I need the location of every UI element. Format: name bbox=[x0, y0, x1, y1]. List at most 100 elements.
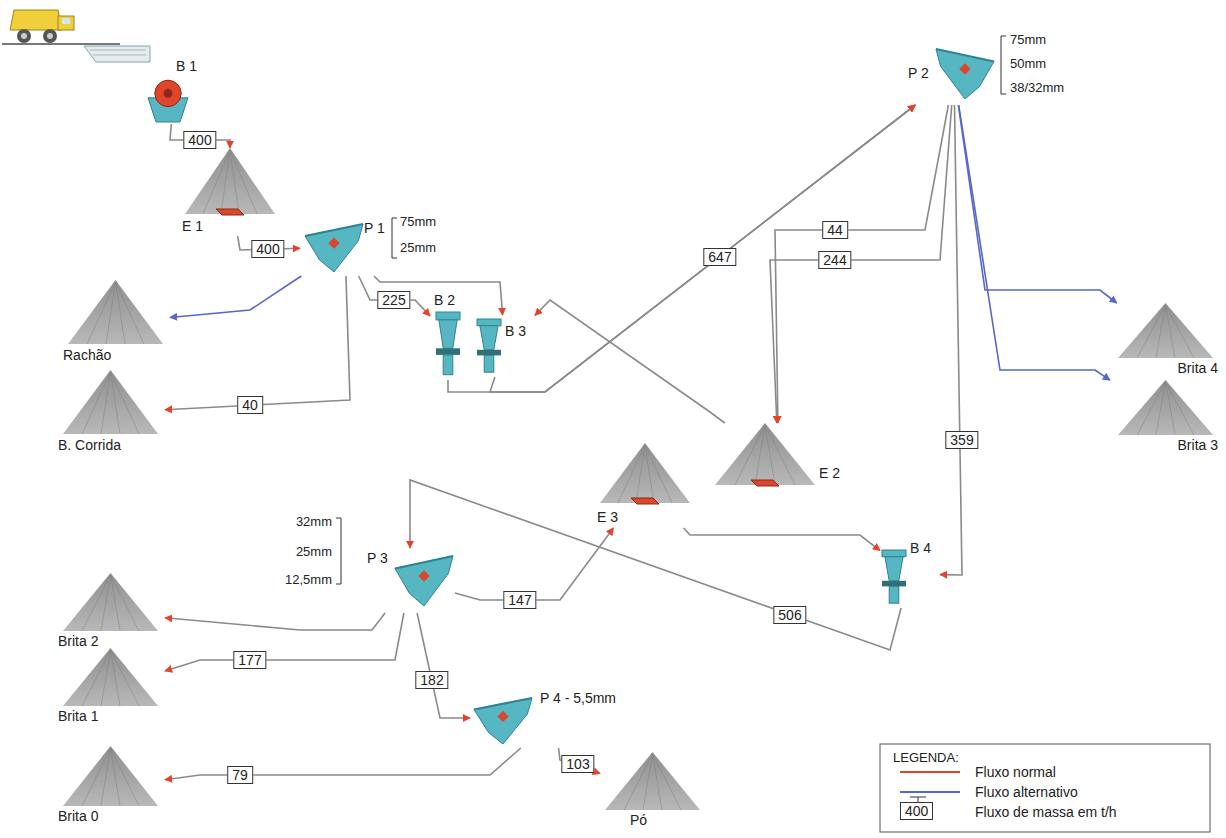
dump-truck bbox=[10, 10, 74, 43]
truck-hub bbox=[21, 33, 27, 39]
screen-opening: 75mm bbox=[1010, 32, 1046, 47]
crusher-base bbox=[889, 586, 899, 603]
truck-wheel bbox=[17, 29, 31, 43]
conveyor bbox=[490, 105, 915, 392]
equipment-symbol bbox=[436, 312, 460, 375]
conveyor bbox=[775, 105, 948, 423]
legend-alternative-line bbox=[900, 791, 960, 793]
cone-crusher: B 4 bbox=[880, 540, 940, 608]
reclaim-feeder bbox=[631, 498, 659, 504]
equipment-tag: P 2 bbox=[908, 65, 929, 81]
alternative-conveyor bbox=[170, 276, 301, 317]
conveyor bbox=[559, 748, 600, 773]
vibrating-screen: P 4 - 5,5mm bbox=[470, 688, 640, 748]
pile-texture bbox=[1156, 305, 1166, 358]
conveyor bbox=[684, 528, 880, 551]
stockpile-name: Brita 0 bbox=[58, 808, 98, 824]
stockpile-name: Pó bbox=[630, 812, 647, 828]
stockpile: E 1 bbox=[180, 148, 280, 236]
crusher-body bbox=[480, 326, 498, 350]
crusher-top bbox=[477, 319, 501, 326]
equipment-symbol bbox=[63, 370, 158, 434]
stockpile: E 2 bbox=[715, 423, 842, 503]
equipment-symbol bbox=[305, 224, 363, 272]
conveyor bbox=[165, 613, 385, 630]
pile-shape bbox=[63, 370, 158, 434]
feeder-bars bbox=[90, 50, 146, 55]
mass-flow-tag: 103 bbox=[561, 755, 594, 773]
screen-body bbox=[395, 556, 453, 606]
screen-opening: 38/32mm bbox=[1010, 80, 1064, 95]
pile-texture bbox=[643, 754, 653, 810]
pile-texture bbox=[106, 282, 116, 344]
equipment-icon bbox=[715, 423, 842, 503]
conveyor bbox=[448, 105, 915, 392]
equipment-symbol bbox=[148, 80, 188, 122]
pile-texture bbox=[111, 372, 140, 434]
screen-opening: 50mm bbox=[1010, 56, 1046, 71]
equipment-tag: B 1 bbox=[176, 58, 197, 74]
conveyor bbox=[455, 528, 613, 600]
conveyor bbox=[410, 480, 901, 650]
equipment-symbol bbox=[63, 746, 158, 806]
crusher-skirt bbox=[477, 350, 501, 356]
pile-texture bbox=[116, 282, 145, 344]
mass-flow-tag: 44 bbox=[822, 221, 848, 239]
legend-frame bbox=[880, 744, 1210, 832]
conveyor bbox=[374, 276, 503, 315]
legend-entry: Fluxo de massa em t/h bbox=[975, 804, 1117, 820]
equipment-symbol bbox=[882, 550, 906, 603]
legend-normal-line bbox=[900, 771, 960, 773]
equipment-symbol bbox=[68, 280, 163, 344]
screen-motor bbox=[959, 63, 970, 74]
truck-hub bbox=[47, 33, 53, 39]
equipment-tag: P 4 - 5,5mm bbox=[540, 690, 616, 706]
equipment-tag: B 2 bbox=[434, 292, 455, 308]
stockpile-name: Brita 1 bbox=[58, 708, 98, 724]
pile-texture bbox=[1137, 305, 1166, 358]
equipment-symbol bbox=[474, 698, 532, 744]
stockpile: Brita 4 bbox=[1110, 303, 1220, 378]
pile-texture bbox=[1166, 382, 1195, 435]
stockpile-name: Brita 2 bbox=[58, 633, 98, 649]
dump-platform bbox=[2, 43, 120, 45]
conveyor bbox=[940, 105, 962, 575]
reclaim-feeder bbox=[751, 480, 779, 486]
pile-texture bbox=[111, 748, 140, 806]
stockpile-name: Rachão bbox=[63, 347, 111, 363]
equipment-tag: P 1 bbox=[364, 220, 385, 236]
pile-texture bbox=[755, 425, 765, 485]
crusher-hub bbox=[164, 89, 173, 98]
screen-opening: 25mm bbox=[400, 240, 436, 255]
stockpile-name: Brita 3 bbox=[1178, 437, 1218, 453]
feed-hopper bbox=[84, 46, 150, 62]
pile-texture bbox=[735, 425, 765, 485]
conveyor bbox=[170, 124, 230, 148]
stockpile: Brita 3 bbox=[1110, 380, 1220, 455]
size-bracket bbox=[1001, 36, 1006, 94]
screen-opening: 12,5mm bbox=[285, 572, 332, 587]
pile-texture bbox=[87, 282, 116, 344]
vibrating-screen: P 1 bbox=[300, 218, 390, 276]
conveyor bbox=[770, 105, 952, 423]
crusher-skirt bbox=[436, 348, 460, 355]
pile-texture bbox=[82, 372, 111, 434]
pile-shape bbox=[605, 752, 700, 810]
stockpile-name: E 3 bbox=[597, 509, 618, 525]
legend-entry: Fluxo normal bbox=[975, 764, 1056, 780]
equipment-tag: B 3 bbox=[505, 323, 526, 339]
legend-flow-sample: 400 bbox=[900, 802, 933, 820]
pile-texture bbox=[636, 445, 645, 503]
mass-flow-tag: 400 bbox=[183, 131, 216, 149]
crusher-skirt bbox=[882, 581, 906, 587]
pile-shape bbox=[715, 423, 815, 485]
stockpile: Brita 0 bbox=[58, 746, 165, 828]
legend-title: LEGENDA: bbox=[893, 750, 959, 765]
alternative-conveyor bbox=[959, 105, 1110, 380]
pile-texture bbox=[618, 445, 645, 503]
mass-flow-tag: 244 bbox=[818, 251, 851, 269]
truck-wheel bbox=[43, 29, 57, 43]
pile-texture bbox=[624, 754, 653, 810]
screen-opening: 75mm bbox=[400, 214, 436, 229]
